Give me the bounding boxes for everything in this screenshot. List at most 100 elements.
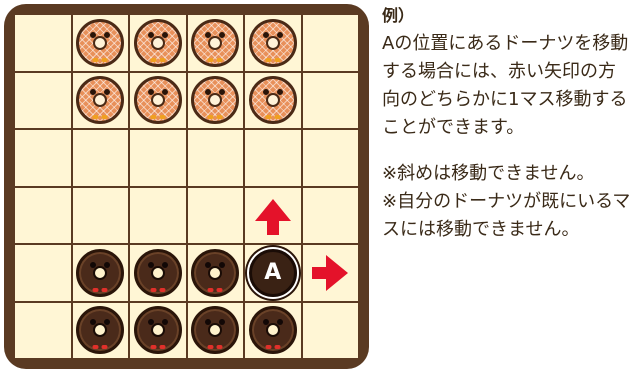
board-cell[interactable] (15, 302, 71, 358)
light-donut-piece[interactable] (133, 18, 182, 67)
board-cell[interactable] (245, 130, 301, 186)
board-cell[interactable] (302, 15, 358, 71)
piece-label: A (264, 259, 282, 285)
donut-hole (208, 93, 223, 108)
donut-feet (92, 57, 108, 62)
board-cell[interactable] (302, 302, 358, 358)
board-cell[interactable] (187, 130, 243, 186)
board-cell[interactable] (130, 187, 186, 243)
board-cell[interactable] (72, 245, 128, 301)
board-cell[interactable] (130, 130, 186, 186)
light-donut-piece[interactable] (248, 18, 297, 67)
board-cell[interactable] (302, 72, 358, 128)
example-label: 例） (382, 6, 415, 25)
donut-hole (150, 35, 165, 50)
board-cell[interactable] (245, 187, 301, 243)
board-cell[interactable] (187, 302, 243, 358)
donut-feet (150, 345, 166, 350)
board-cell[interactable] (72, 130, 128, 186)
board-cell[interactable] (245, 72, 301, 128)
donut-foot (274, 345, 281, 350)
donut-hole (208, 265, 223, 280)
board-cell[interactable] (15, 130, 71, 186)
board-cell[interactable] (130, 15, 186, 71)
donut-foot (150, 287, 157, 292)
board-cell[interactable]: A (245, 245, 301, 301)
donut-eye (90, 89, 97, 96)
donut-eye (205, 319, 212, 326)
donut-hole (265, 35, 280, 50)
donut-eye (147, 89, 154, 96)
board-cell[interactable] (15, 15, 71, 71)
donut-hole (208, 323, 223, 338)
dark-donut-piece[interactable] (191, 306, 240, 355)
donut-eye (161, 31, 168, 38)
donut-foot (101, 345, 108, 350)
game-board: A (15, 15, 358, 358)
light-donut-piece[interactable] (76, 18, 125, 67)
donut-eye (219, 261, 226, 268)
board-cell[interactable] (15, 245, 71, 301)
donut-feet (265, 345, 281, 350)
donut-eye (147, 261, 154, 268)
board-cell[interactable] (72, 187, 128, 243)
dark-donut-piece[interactable] (133, 306, 182, 355)
light-donut-piece[interactable] (248, 76, 297, 125)
board-cell[interactable] (72, 302, 128, 358)
board-cell[interactable] (72, 72, 128, 128)
donut-hole (150, 93, 165, 108)
board-cell[interactable] (187, 245, 243, 301)
board-cell[interactable] (245, 15, 301, 71)
light-donut-piece[interactable] (133, 76, 182, 125)
selected-donut-piece[interactable]: A (248, 248, 297, 297)
board-cell[interactable] (187, 72, 243, 128)
board-cell[interactable] (130, 72, 186, 128)
donut-eye (90, 261, 97, 268)
donut-eye (161, 261, 168, 268)
donut-foot (207, 345, 214, 350)
note-diagonal: ※斜めは移動できません。 (382, 163, 595, 184)
light-donut-piece[interactable] (191, 18, 240, 67)
dark-donut-piece[interactable] (191, 248, 240, 297)
donut-eye (219, 31, 226, 38)
board-cell[interactable] (130, 302, 186, 358)
donut-foot (207, 57, 214, 62)
move-right-arrow-icon[interactable] (312, 254, 348, 291)
donut-eye (147, 31, 154, 38)
donut-hole (265, 323, 280, 338)
donut-eye (104, 261, 111, 268)
light-donut-piece[interactable] (76, 76, 125, 125)
board-cell[interactable] (302, 130, 358, 186)
donut-hole (208, 35, 223, 50)
board-cell[interactable] (187, 15, 243, 71)
donut-eye (104, 89, 111, 96)
donut-feet (92, 115, 108, 120)
board-cell[interactable] (302, 187, 358, 243)
donut-hole (150, 265, 165, 280)
board-cell[interactable] (72, 15, 128, 71)
board-cell[interactable] (302, 245, 358, 301)
board-cell[interactable] (245, 302, 301, 358)
donut-foot (92, 115, 99, 120)
dark-donut-piece[interactable] (248, 306, 297, 355)
donut-foot (216, 287, 223, 292)
donut-feet (92, 287, 108, 292)
light-donut-piece[interactable] (191, 76, 240, 125)
donut-feet (207, 115, 223, 120)
move-up-arrow-icon[interactable] (254, 199, 291, 235)
donut-eye (219, 89, 226, 96)
donut-feet (150, 115, 166, 120)
donut-eye (219, 319, 226, 326)
donut-foot (159, 287, 166, 292)
donut-foot (150, 345, 157, 350)
board-cell[interactable] (130, 245, 186, 301)
board-cell[interactable] (15, 187, 71, 243)
donut-feet (207, 345, 223, 350)
donut-hole (93, 323, 108, 338)
dark-donut-piece[interactable] (76, 306, 125, 355)
board-cell[interactable] (187, 187, 243, 243)
donut-feet (265, 57, 281, 62)
dark-donut-piece[interactable] (76, 248, 125, 297)
board-cell[interactable] (15, 72, 71, 128)
dark-donut-piece[interactable] (133, 248, 182, 297)
